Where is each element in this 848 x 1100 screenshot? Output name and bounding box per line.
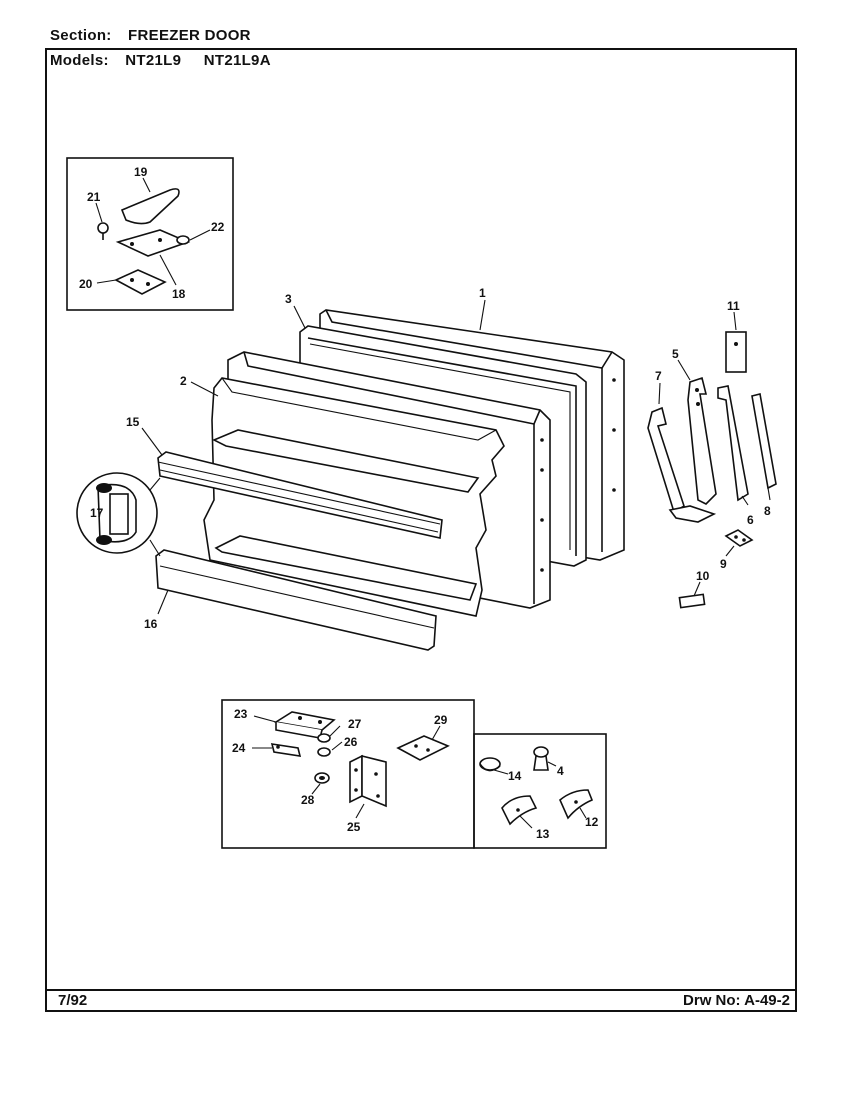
- part-25-hinge-leaf: [349, 754, 363, 804]
- part-11-cap: [725, 331, 747, 373]
- inset-box-bottom-right: [473, 733, 607, 849]
- footer-drawing-number: Drw No: A-49-2: [683, 992, 790, 1009]
- part-27-bushing: [317, 733, 331, 743]
- callout-20: 20: [79, 277, 93, 291]
- callout-26: 26: [344, 735, 358, 749]
- callout-19: 19: [134, 165, 148, 179]
- model-1: NT21L9: [125, 52, 182, 69]
- callout-17: 17: [90, 506, 104, 520]
- callout-11: 11: [727, 299, 740, 313]
- section-value: FREEZER DOOR: [128, 27, 251, 44]
- callout-2: 2: [180, 374, 187, 388]
- callout-16: 16: [144, 617, 158, 631]
- callout-labels: 1 2 3 4 5 6 7 8 9 10 11 12 13 14 15 16 1…: [79, 165, 771, 841]
- callout-24: 24: [232, 741, 246, 755]
- section-label: Section:: [50, 27, 112, 44]
- model-2: NT21L9A: [203, 52, 271, 69]
- hinge-parts-right: [647, 311, 777, 609]
- part-16-retainer: [155, 549, 437, 651]
- part-21-screw: [97, 222, 109, 234]
- callout-28: 28: [301, 793, 315, 807]
- section-line: Section: FREEZER DOOR: [50, 27, 251, 44]
- callout-12: 12: [585, 815, 599, 829]
- models-line: Models: NT21L9 NT21L9A: [50, 52, 271, 69]
- callout-25: 25: [347, 820, 361, 834]
- callout-18: 18: [172, 287, 186, 301]
- callout-9: 9: [720, 557, 727, 571]
- callout-13: 13: [536, 827, 550, 841]
- callout-5: 5: [672, 347, 679, 361]
- callout-21: 21: [87, 190, 101, 204]
- callout-29: 29: [434, 713, 448, 727]
- inset-box-top-left: [66, 157, 234, 311]
- part-24-shim: [270, 743, 302, 757]
- callout-23: 23: [234, 707, 248, 721]
- part-7-bracket: [647, 406, 685, 514]
- models-label: Models:: [50, 52, 109, 69]
- part-26-washer: [317, 747, 331, 757]
- callout-22: 22: [211, 220, 225, 234]
- callout-6: 6: [747, 513, 754, 527]
- footer-date: 7/92: [58, 992, 88, 1009]
- callout-3: 3: [285, 292, 292, 306]
- part-12-clip: [559, 789, 594, 820]
- part-8-strip: [751, 393, 777, 490]
- footer-divider: [45, 989, 797, 991]
- part-6-strip: [717, 385, 749, 502]
- part-23-hinge: [273, 711, 336, 731]
- part-10-bar: [678, 593, 706, 609]
- callout-1: 1: [479, 286, 486, 300]
- part-18-plate: [115, 229, 191, 257]
- part-5-hinge: [687, 376, 717, 505]
- callout-8: 8: [764, 504, 771, 518]
- door-assembly: [76, 299, 625, 651]
- callout-10: 10: [696, 569, 710, 583]
- part-9-block: [724, 529, 754, 547]
- part-20-plate: [114, 269, 167, 295]
- part-22-washer: [176, 235, 190, 245]
- callout-15: 15: [126, 415, 140, 429]
- part-29-plate: [396, 735, 450, 761]
- callout-4: 4: [557, 764, 564, 778]
- part-4-plug: [533, 755, 549, 771]
- callout-7: 7: [655, 369, 662, 383]
- part-19-cover: [120, 188, 180, 225]
- callout-27: 27: [348, 717, 362, 731]
- callout-14: 14: [508, 769, 522, 783]
- drawing-frame: [45, 48, 797, 1012]
- inset-box-bottom-left: [221, 699, 475, 849]
